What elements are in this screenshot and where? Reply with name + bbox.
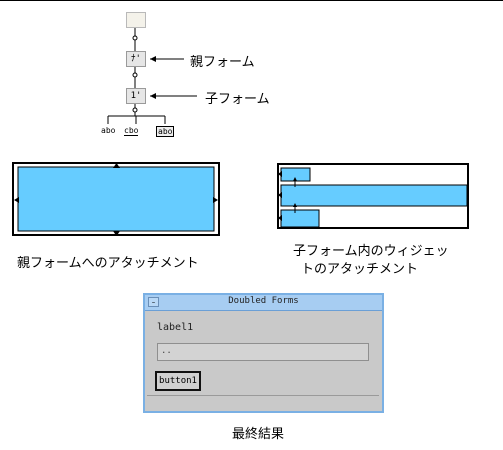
top-rule xyxy=(0,0,503,1)
window-button[interactable]: button1 xyxy=(155,371,201,391)
attach-arrow-top xyxy=(113,163,120,168)
child-form-label: 子フォーム xyxy=(205,92,270,107)
parent-attachment-diagram xyxy=(12,162,220,236)
window-bottom-panel xyxy=(147,395,379,409)
leaf-widget-1: abo xyxy=(101,126,116,135)
connector-knot-bottom xyxy=(132,107,138,113)
leaf-widget-3: abo xyxy=(156,126,175,137)
child-form-node: 1' xyxy=(126,88,146,104)
attach-arrow-left xyxy=(14,197,19,203)
attach-arrow-right xyxy=(213,197,218,203)
connector-knot-top xyxy=(132,35,138,41)
final-caption: 最終結果 xyxy=(232,427,285,442)
widget-attach-v2-head xyxy=(293,203,297,207)
final-window: – Doubled Forms label1 .. button1 xyxy=(143,293,384,413)
window-text-field[interactable]: .. xyxy=(157,343,369,361)
child-form-fill xyxy=(17,166,215,232)
window-titlebar[interactable]: – Doubled Forms xyxy=(145,295,382,311)
connector-knot-mid xyxy=(132,72,138,78)
parent-attachment-caption: 親フォームへのアタッチメント xyxy=(17,256,199,271)
window-menu-icon[interactable]: – xyxy=(148,297,159,307)
window-label: label1 xyxy=(157,322,194,333)
parent-form-label: 親フォーム xyxy=(190,55,255,70)
leaf-widget-2: cbo xyxy=(124,126,139,136)
window-title: Doubled Forms xyxy=(228,296,299,306)
window-node xyxy=(126,12,146,28)
child-attachment-caption-2: トのアタッチメント xyxy=(301,262,419,277)
widget-bar-2 xyxy=(280,184,468,207)
child-arrow-head xyxy=(150,93,156,99)
child-attachment-caption-1: 子フォーム内のウィジェッ xyxy=(293,244,449,259)
attach-arrow-bottom xyxy=(113,231,120,236)
widget-attach-left-3 xyxy=(278,215,282,221)
widget-bar-3 xyxy=(280,209,320,228)
hierarchy-diagram xyxy=(107,28,197,124)
widget-attach-left-2 xyxy=(278,192,282,198)
child-attachment-diagram xyxy=(277,163,469,229)
parent-form-node: ﾅ' xyxy=(126,51,146,67)
widget-attach-v1-head xyxy=(293,177,297,181)
widget-attach-left-1 xyxy=(278,171,282,177)
parent-arrow-head xyxy=(150,56,156,62)
